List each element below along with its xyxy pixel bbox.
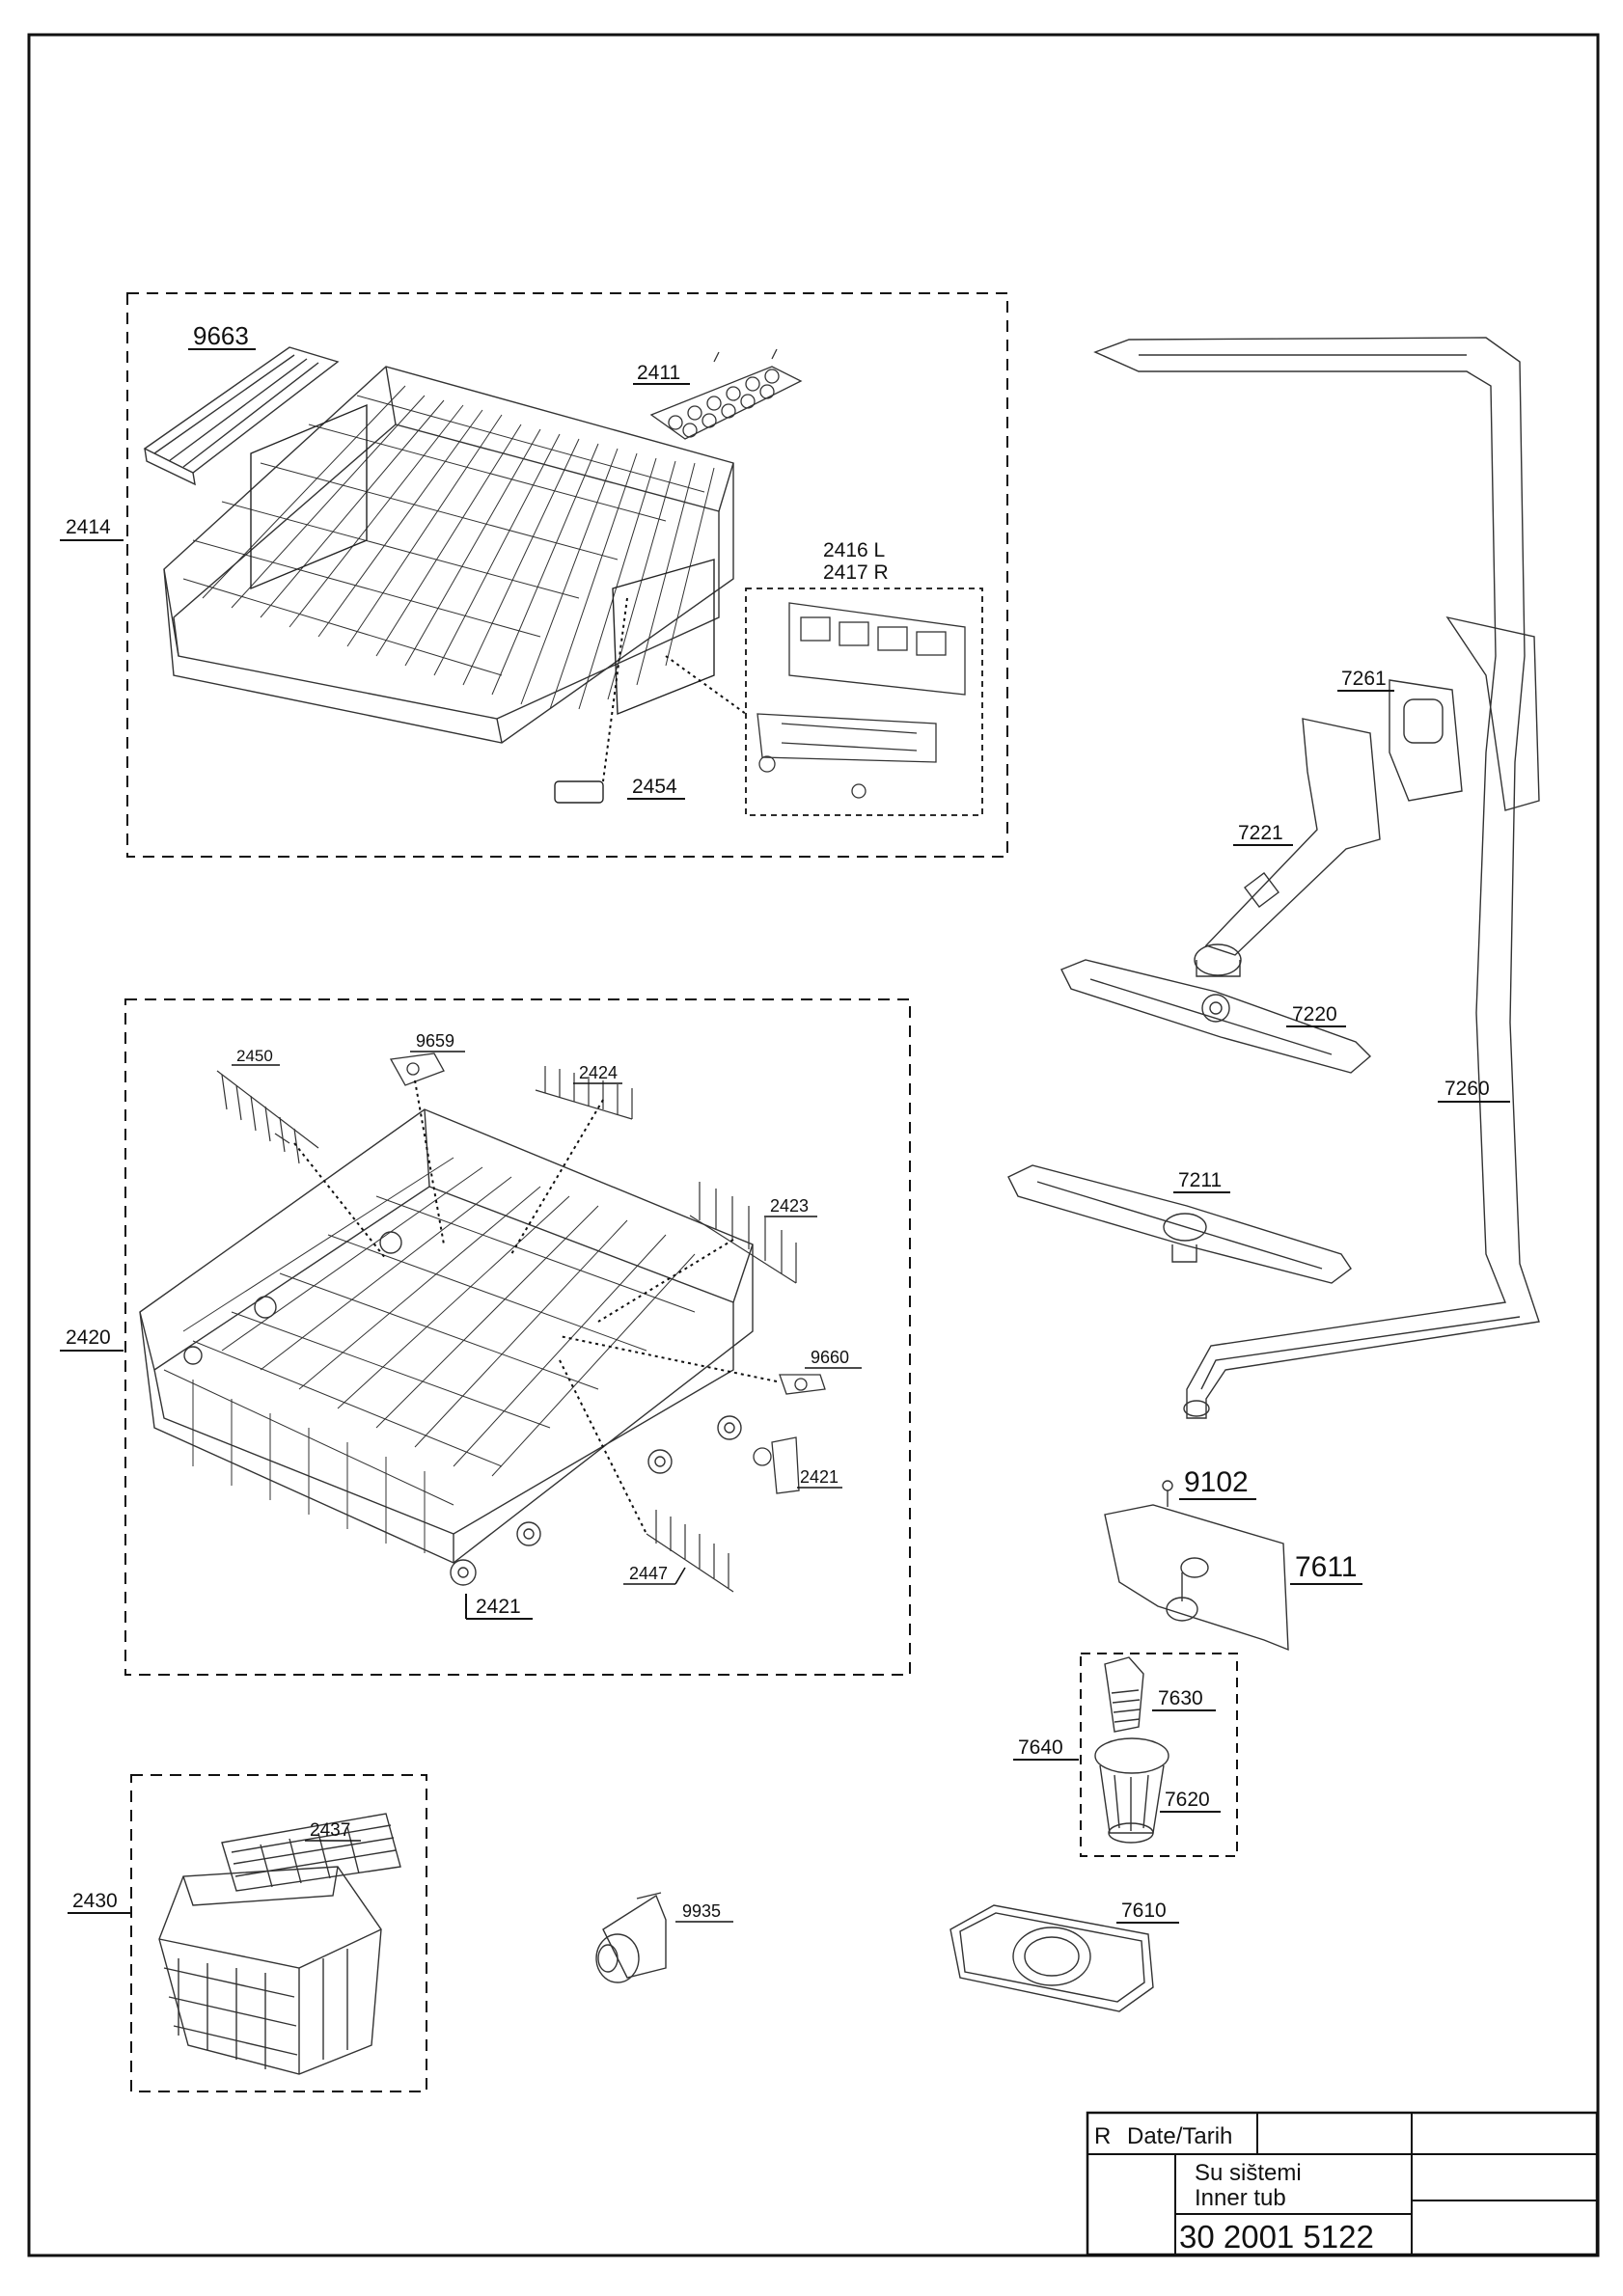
part-2450-illustration (216, 1070, 319, 1164)
title-block-date-label: Date/Tarih (1127, 2123, 1232, 2149)
label-2447: 2447 (629, 1564, 668, 1583)
title-block-title-en: Inner tub (1195, 2185, 1286, 2211)
title-block-rev: R (1094, 2123, 1111, 2149)
label-7610: 7610 (1121, 1900, 1167, 1922)
label-9935: 9935 (682, 1901, 721, 1921)
label-7260: 7260 (1444, 1078, 1490, 1100)
part-7261-illustration (1389, 679, 1463, 802)
part-7611-illustration (1104, 1504, 1289, 1652)
label-2421-bottom: 2421 (476, 1596, 521, 1618)
group-frame-lower-basket (124, 998, 911, 1676)
part-7260-illustration (1093, 337, 1540, 1419)
part-9935-illustration (595, 1892, 667, 1983)
title-block-drawing-number: 30 2001 5122 (1179, 2219, 1374, 2255)
part-9660-illustration (779, 1374, 826, 1395)
part-7221-illustration (1194, 718, 1381, 977)
cutlery-basket-illustration (158, 1813, 401, 2075)
label-9663: 9663 (193, 321, 249, 350)
part-7610-illustration (949, 1904, 1154, 2012)
label-7611: 7611 (1295, 1551, 1358, 1583)
label-2430: 2430 (72, 1890, 118, 1912)
group-frame-7640 (1080, 1653, 1238, 1857)
label-2450: 2450 (236, 1047, 273, 1065)
label-2437: 2437 (310, 1820, 350, 1841)
lower-basket-illustration (139, 1108, 754, 1586)
group-frame-2416-2417 (745, 588, 983, 816)
label-2414: 2414 (66, 516, 111, 538)
leader-line-2416 (665, 655, 747, 715)
leader-line-2454 (602, 597, 628, 782)
part-2411-illustration (649, 348, 803, 440)
label-2420: 2420 (66, 1326, 111, 1349)
label-2417: 2417 R (823, 561, 889, 584)
label-2424: 2424 (579, 1063, 618, 1082)
group-frame-upper-basket (126, 292, 1008, 858)
part-9102-illustration (1162, 1480, 1173, 1507)
upper-basket-illustration (163, 366, 734, 804)
label-7620: 7620 (1165, 1789, 1210, 1811)
part-2421-right-illustration (753, 1436, 800, 1494)
part-2416-2417-illustration (756, 602, 966, 799)
label-2416: 2416 L (823, 539, 885, 561)
label-7630: 7630 (1158, 1687, 1203, 1709)
title-block-title-tr: Su sis̆temi (1195, 2160, 1302, 2186)
label-9660: 9660 (811, 1348, 849, 1367)
label-9102: 9102 (1184, 1466, 1249, 1498)
part-2424-illustration (535, 1066, 633, 1120)
label-2421-right: 2421 (800, 1467, 839, 1487)
title-block (1086, 2111, 1599, 2256)
part-7620-illustration (1094, 1737, 1169, 1844)
part-9663-illustration (143, 346, 340, 486)
part-7220-illustration (1060, 959, 1372, 1074)
label-9659: 9659 (416, 1031, 454, 1051)
label-7261: 7261 (1341, 668, 1387, 690)
part-7211-illustration (1007, 1164, 1352, 1284)
lower-leader-lines (293, 1080, 778, 1535)
label-7221: 7221 (1238, 822, 1283, 844)
part-9659-illustration (389, 1052, 445, 1086)
part-2423-illustration (689, 1182, 797, 1284)
sheet-border (27, 33, 1600, 2257)
leader-2447-tick (674, 1567, 686, 1585)
label-7640: 7640 (1018, 1736, 1063, 1759)
label-7211: 7211 (1178, 1169, 1222, 1191)
group-frame-cutlery-basket (130, 1774, 427, 2092)
part-7630-illustration (1104, 1656, 1144, 1733)
part-2447-illustration (646, 1510, 734, 1593)
label-7220: 7220 (1292, 1003, 1337, 1025)
label-2423: 2423 (770, 1196, 809, 1216)
label-2411: 2411 (637, 362, 680, 384)
label-2454: 2454 (632, 776, 677, 798)
part-labels: 9663 2411 2414 2416 L 2417 R 2454 9659 2… (60, 321, 1510, 1924)
